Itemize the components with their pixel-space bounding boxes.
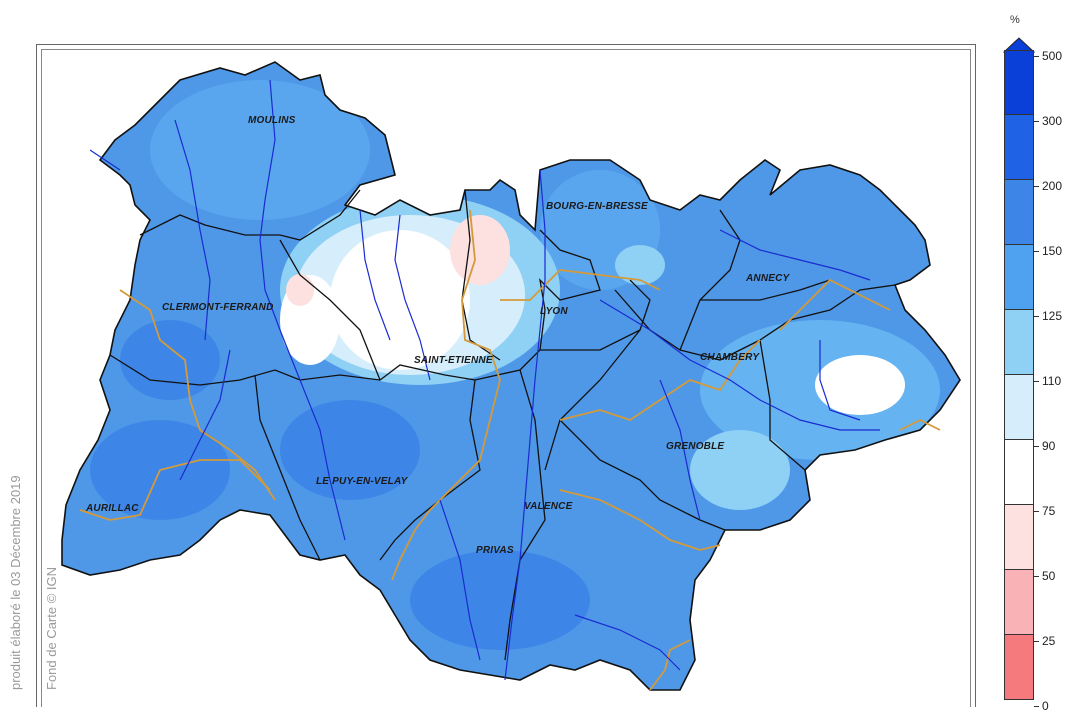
legend-tick-label: 150 (1042, 244, 1063, 258)
legend-tick-mark (1034, 381, 1039, 382)
map-frame-inner (41, 49, 971, 707)
legend-tick-mark (1034, 511, 1039, 512)
legend-tick-label: 25 (1042, 634, 1056, 648)
legend-tick-mark (1034, 121, 1039, 122)
legend-tick-label: 50 (1042, 569, 1056, 583)
legend-swatch (1004, 635, 1034, 700)
city-label-clermont-ferrand: CLERMONT-FERRAND (162, 302, 274, 313)
legend-tick-label: 90 (1042, 439, 1056, 453)
legend-tick-label: 110 (1042, 374, 1062, 388)
city-label-aurillac: AURILLAC (86, 503, 139, 514)
city-label-privas: PRIVAS (476, 545, 514, 556)
legend-tick-label: 0 (1042, 699, 1049, 713)
map-canvas (61, 61, 961, 691)
city-label-chambery: CHAMBERY (700, 352, 760, 363)
legend-tick-label: 500 (1042, 49, 1063, 63)
city-label-lyon: LYON (540, 306, 568, 317)
legend-swatch (1004, 115, 1034, 180)
legend-tick-mark (1034, 316, 1039, 317)
legend-swatch (1004, 440, 1034, 505)
city-label-annecy: ANNECY (746, 273, 790, 284)
city-label-grenoble: GRENOBLE (666, 441, 725, 452)
anomaly-field (62, 62, 960, 690)
legend-tick-label: 75 (1042, 504, 1056, 518)
limit-lines (79, 209, 941, 691)
legend-tick-label: 300 (1042, 114, 1063, 128)
city-label-moulins: MOULINS (248, 115, 296, 126)
legend-swatch (1004, 310, 1034, 375)
legend-tick-mark (1034, 576, 1039, 577)
legend-swatch (1004, 180, 1034, 245)
legend-tick-mark (1034, 186, 1039, 187)
legend-tick-mark (1034, 251, 1039, 252)
rivers (89, 79, 880, 681)
legend: % 500 300 200 150 125 110 90 75 50 25 0 (1000, 10, 1092, 713)
legend-tick-mark (1034, 641, 1039, 642)
legend-tick-label: 125 (1042, 309, 1063, 323)
city-label-saint-etienne: SAINT-ETIENNE (414, 355, 493, 366)
region-outline (61, 61, 961, 691)
legend-swatch (1004, 50, 1034, 115)
city-label-valence: VALENCE (524, 501, 573, 512)
legend-swatch (1004, 245, 1034, 310)
legend-swatch (1004, 505, 1034, 570)
legend-color-bar (1004, 50, 1034, 716)
city-label-bourg-en-bresse: BOURG-EN-BRESSE (546, 201, 648, 212)
map-frame (36, 44, 976, 707)
legend-swatch (1004, 570, 1034, 635)
legend-swatch (1004, 375, 1034, 440)
legend-tick-mark (1034, 56, 1039, 57)
legend-tick-label: 200 (1042, 179, 1063, 193)
legend-unit: % (1010, 14, 1020, 26)
legend-tick-mark (1034, 446, 1039, 447)
city-label-le-puy-en-velay: LE PUY-EN-VELAY (316, 476, 408, 487)
